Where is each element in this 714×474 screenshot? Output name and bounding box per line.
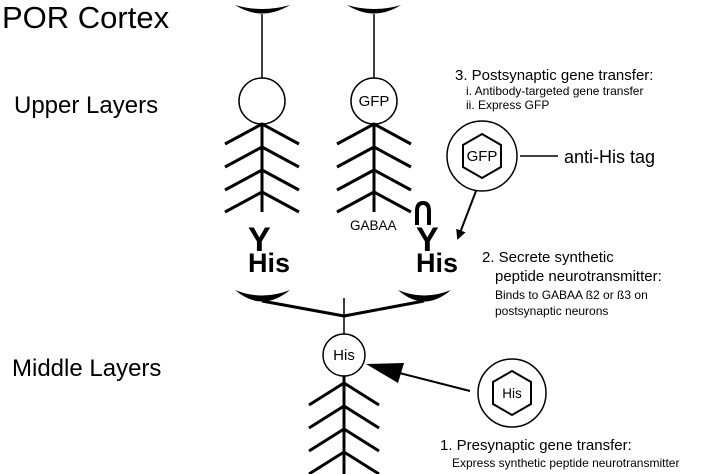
gfp-vector: GFP xyxy=(446,120,518,192)
gfp-cell-label: GFP xyxy=(359,93,390,110)
step2-heading-line2: peptide neurotransmitter: xyxy=(495,268,662,285)
upper-neuron-left xyxy=(224,14,300,214)
axon-branches xyxy=(261,298,425,335)
step3-item-2: ii. Express GFP xyxy=(466,98,549,112)
step1-detail: Express synthetic peptide neurotransmitt… xyxy=(452,456,679,470)
gabaa-label: GABAA xyxy=(350,218,397,233)
his-vector: His xyxy=(477,358,547,428)
upper-neuron-right-gfp: GFP xyxy=(336,14,412,214)
step2-heading-line1: 2. Secrete synthetic xyxy=(482,249,614,266)
step1-heading: 1. Presynaptic gene transfer: xyxy=(440,437,632,454)
his-tag-right: His xyxy=(416,248,458,278)
middle-neuron-his: His xyxy=(308,333,380,474)
middle-layers-label: Middle Layers xyxy=(12,355,161,382)
synaptic-terminal-bottom-left xyxy=(235,290,290,302)
synaptic-terminal-top-right xyxy=(347,5,401,14)
step3-item-1: i. Antibody-targeted gene transfer xyxy=(466,84,643,98)
his-vector-arrowhead xyxy=(366,363,404,383)
diagram-title: POR Cortex xyxy=(2,0,170,35)
his-tag-left: His xyxy=(248,248,290,278)
gfp-vector-label: GFP xyxy=(467,148,498,165)
gabaa-receptor-loop xyxy=(415,200,431,225)
his-vector-label: His xyxy=(502,386,522,401)
step3-heading: 3. Postsynaptic gene transfer: xyxy=(455,67,653,84)
receptor-y-right: Y xyxy=(416,221,439,259)
synaptic-terminal-top-left xyxy=(235,5,290,14)
anti-his-tag-label: anti-His tag xyxy=(564,147,655,167)
gfp-vector-arrow xyxy=(456,190,477,240)
step2-detail-line2: postsynaptic neurons xyxy=(495,304,608,318)
step2-detail-line1: Binds to GABAA ß2 or ß3 on xyxy=(495,288,648,302)
receptor-y-left: Y xyxy=(248,221,271,259)
his-cell-label: His xyxy=(333,347,355,364)
synaptic-terminal-bottom-right xyxy=(398,290,451,302)
upper-layers-label: Upper Layers xyxy=(14,92,158,119)
